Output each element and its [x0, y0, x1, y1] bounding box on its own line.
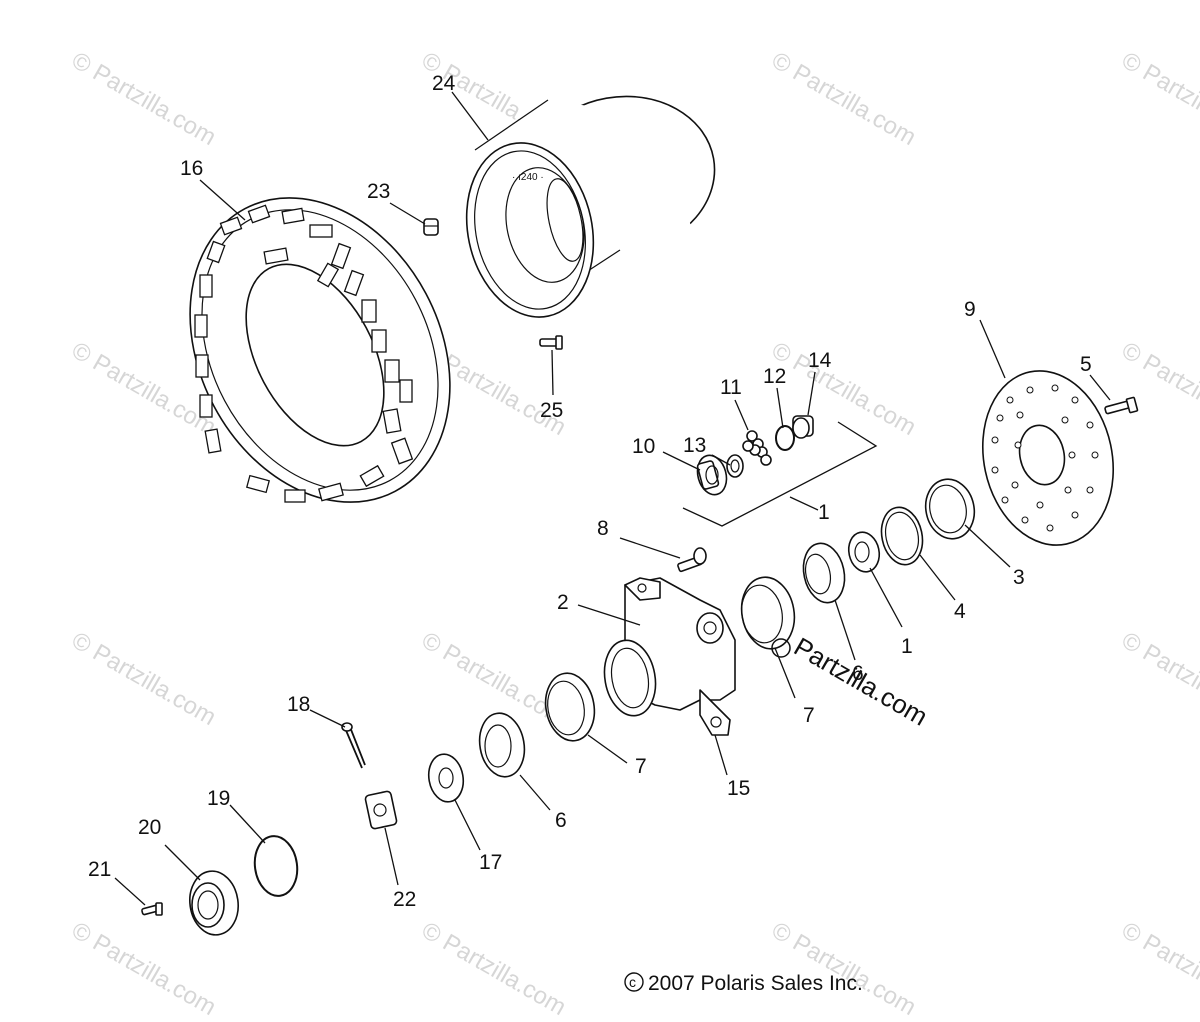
callout-4: 4	[954, 600, 966, 623]
copyright-text: 2007 Polaris Sales Inc.	[648, 972, 863, 995]
watermark-text: © Partzilla.com	[1117, 47, 1200, 151]
watermark-text: © Partzilla.com	[767, 917, 921, 1021]
callout-7-right: 7	[803, 704, 815, 727]
callout-24: 24	[432, 72, 456, 95]
ring-part-12	[775, 425, 795, 451]
hub-part-2	[603, 577, 736, 736]
copyright-circle-icon	[771, 638, 791, 658]
wheel-rim-part-24: · ı240 ·	[465, 95, 716, 318]
callout-10: 10	[632, 435, 655, 458]
castle-nut-part-22	[364, 790, 398, 830]
callout-14: 14	[808, 349, 832, 372]
callout-18: 18	[287, 693, 310, 716]
bearing-race-part-7-left	[544, 672, 596, 742]
group-leader	[789, 496, 819, 511]
watermark-text: © Partzilla.com	[1117, 337, 1200, 441]
watermark-text: © Partzilla.com	[67, 47, 221, 151]
callout-1-top: 1	[818, 501, 830, 524]
valve-part-23	[423, 218, 439, 236]
watermark-text: © Partzilla.com	[767, 47, 921, 151]
copyright-symbol-icon	[624, 972, 644, 992]
callout-15: 15	[727, 777, 750, 800]
copyright-symbol: c	[629, 974, 636, 990]
callout-6-right: 6	[852, 662, 864, 685]
callout-20: 20	[138, 816, 161, 839]
callout-25: 25	[540, 399, 563, 422]
watermark-text: © Partzilla.com	[1117, 627, 1200, 731]
callout-7-mid: 7	[635, 755, 647, 778]
callout-22: 22	[393, 888, 416, 911]
callout-6-left: 6	[555, 809, 567, 832]
washer-part-17	[427, 753, 465, 803]
o-ring-part-19	[253, 835, 299, 897]
callout-17: 17	[479, 851, 502, 874]
stud-part-25	[539, 335, 563, 350]
washer-part-13	[726, 454, 744, 478]
bearing-race-part-7-right	[740, 576, 796, 650]
callout-8: 8	[597, 517, 609, 540]
callouts: 24 16 23 25 9 5 14 12 11 13 10 1 8 2 3 4…	[88, 72, 1092, 911]
callout-12: 12	[763, 365, 786, 388]
watermark-text: © Partzilla.com	[67, 627, 221, 731]
watermark-text: © Partzilla.com	[67, 917, 221, 1021]
svg-text:· ı240 ·: · ı240 ·	[512, 172, 544, 183]
group-bracket-part-1	[682, 421, 878, 527]
callout-19: 19	[207, 787, 230, 810]
hub-cap-part-20	[189, 870, 239, 936]
callout-5: 5	[1080, 353, 1092, 376]
bolt-part-5	[1104, 396, 1139, 415]
callout-16: 16	[180, 157, 203, 180]
callout-23: 23	[367, 180, 390, 203]
watermark-text: © Partzilla.com	[1117, 917, 1200, 1021]
copyright-notice: c 2007 Polaris Sales Inc.	[624, 972, 863, 995]
bolt-part-8	[677, 547, 707, 573]
tapered-bearing-part-6-left	[478, 712, 526, 778]
callout-11: 11	[720, 376, 742, 399]
ring-part-4	[880, 506, 924, 566]
spacer-part-14	[792, 415, 814, 439]
tire-part-16	[189, 197, 451, 503]
screw-part-21	[141, 902, 163, 916]
callout-9: 9	[964, 298, 976, 321]
cotter-pin-part-18	[341, 722, 366, 769]
callout-2: 2	[557, 591, 569, 614]
bearing-balls-part-11	[742, 430, 772, 466]
nut-part-10	[696, 454, 728, 496]
callout-21: 21	[88, 858, 111, 881]
brake-disc-part-9	[981, 370, 1115, 546]
watermark-text: © Partzilla.com	[417, 917, 571, 1021]
callout-13: 13	[683, 434, 706, 457]
seal-part-3	[924, 478, 976, 540]
leader-lines	[114, 91, 1111, 906]
tapered-bearing-part-6-right	[802, 542, 846, 604]
nut-part-1-right	[847, 531, 881, 573]
callout-1-bottom: 1	[901, 635, 913, 658]
callout-3: 3	[1013, 566, 1025, 589]
